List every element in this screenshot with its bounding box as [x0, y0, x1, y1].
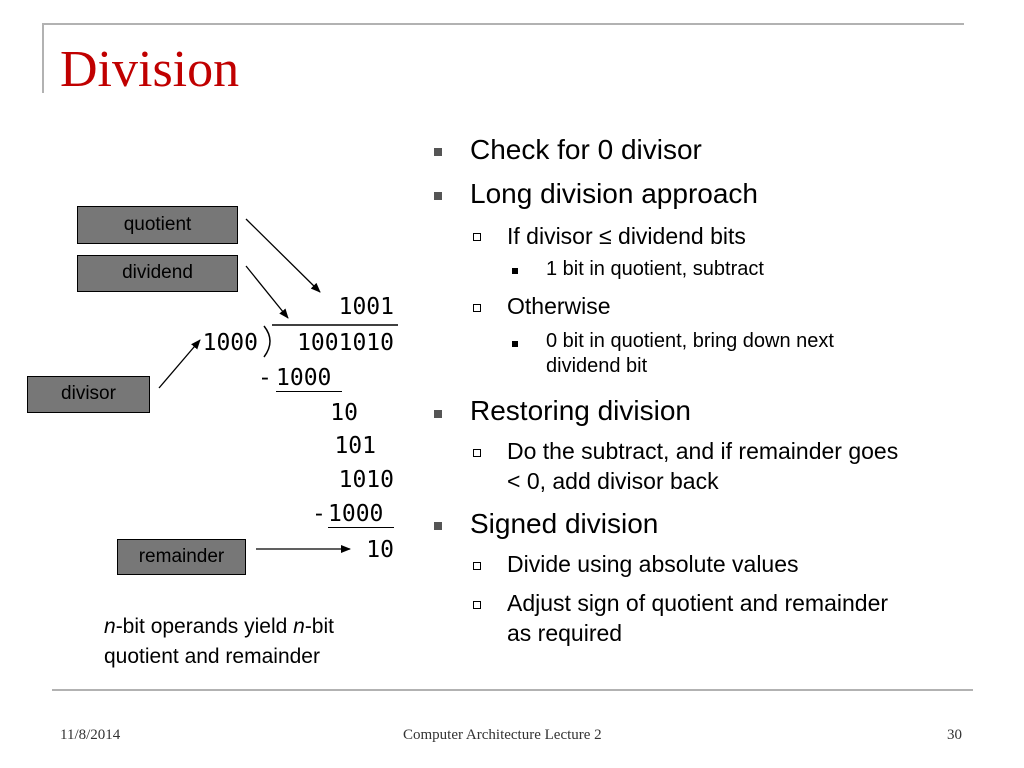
bullet-absolute: Divide using absolute values	[507, 551, 799, 577]
caption-text-2: -bit	[304, 615, 334, 638]
bullet-zero-bit-line1: 0 bit in quotient, bring down next	[546, 330, 834, 352]
remainder-label: remainder	[117, 539, 246, 575]
bullet-signed: Signed division	[470, 508, 659, 539]
footer-date: 11/8/2014	[60, 727, 121, 743]
bullet-adjust-line2: as required	[507, 620, 623, 646]
work-subtrahend-2: 1000	[328, 501, 394, 528]
bullet-otherwise: Otherwise	[507, 293, 611, 319]
bullet-if-divisor: If divisor ≤ dividend bits	[507, 223, 746, 249]
bullet-do-subtract: Do the subtract, and if remainder goes <…	[507, 436, 898, 496]
slide-title: Division	[60, 41, 240, 98]
work-quotient: 1001	[338, 294, 394, 320]
work-partial-3: 1010	[338, 467, 394, 493]
bullet-adjust-line1: Adjust sign of quotient and remainder	[507, 590, 889, 616]
caption-text-1: -bit operands yield	[115, 615, 294, 638]
bullet-do-subtract-line1: Do the subtract, and if remainder goes	[507, 438, 899, 464]
bullet-marker	[434, 192, 442, 200]
quotient-label: quotient	[77, 206, 238, 244]
sub-bullet-marker	[473, 449, 481, 457]
sub-bullet-marker	[473, 562, 481, 570]
bullet-do-subtract-line2: < 0, add divisor back	[507, 468, 719, 494]
work-minus-1: -	[258, 365, 272, 391]
diagram-caption: n-bit operands yield n-bit quotient and …	[104, 612, 404, 672]
caption-text-3: quotient and remainder	[104, 645, 320, 668]
sub-sub-bullet-marker	[512, 268, 518, 274]
dividend-label: dividend	[77, 255, 238, 292]
bullet-long-division: Long division approach	[470, 178, 758, 209]
bullet-zero-bit: 0 bit in quotient, bring down next divid…	[546, 329, 834, 379]
caption-n-2: n	[293, 615, 305, 638]
sub-bullet-marker	[473, 601, 481, 609]
sub-bullet-marker	[473, 233, 481, 241]
sub-sub-bullet-marker	[512, 341, 518, 347]
work-partial-1: 10	[330, 400, 358, 426]
frame-left-line	[42, 23, 44, 93]
dividend-arrow	[245, 265, 289, 319]
sub-bullet-marker	[473, 304, 481, 312]
footer-divider	[52, 689, 973, 691]
bullet-one-bit: 1 bit in quotient, subtract	[546, 258, 764, 280]
bullet-marker	[434, 410, 442, 418]
work-subtrahend-1: 1000	[276, 365, 342, 392]
footer-course: Computer Architecture Lecture 2	[403, 727, 602, 743]
bullet-adjust-sign: Adjust sign of quotient and remainder as…	[507, 588, 888, 648]
work-dividend: 1001010	[297, 330, 394, 356]
bullet-marker	[434, 522, 442, 530]
bullet-check-divisor: Check for 0 divisor	[470, 134, 702, 165]
frame-top-line	[42, 23, 964, 25]
quotient-arrow	[245, 218, 321, 293]
footer-page-number: 30	[947, 727, 962, 743]
bullet-marker	[434, 148, 442, 156]
bullet-zero-bit-line2: dividend bit	[546, 355, 648, 377]
work-partial-2: 101	[334, 433, 376, 459]
caption-n-1: n	[104, 615, 116, 638]
work-divisor: 1000	[202, 330, 258, 356]
divisor-label: divisor	[27, 376, 150, 413]
work-minus-2: -	[312, 501, 326, 527]
work-remainder: 10	[366, 537, 394, 563]
bullet-restoring: Restoring division	[470, 395, 691, 426]
